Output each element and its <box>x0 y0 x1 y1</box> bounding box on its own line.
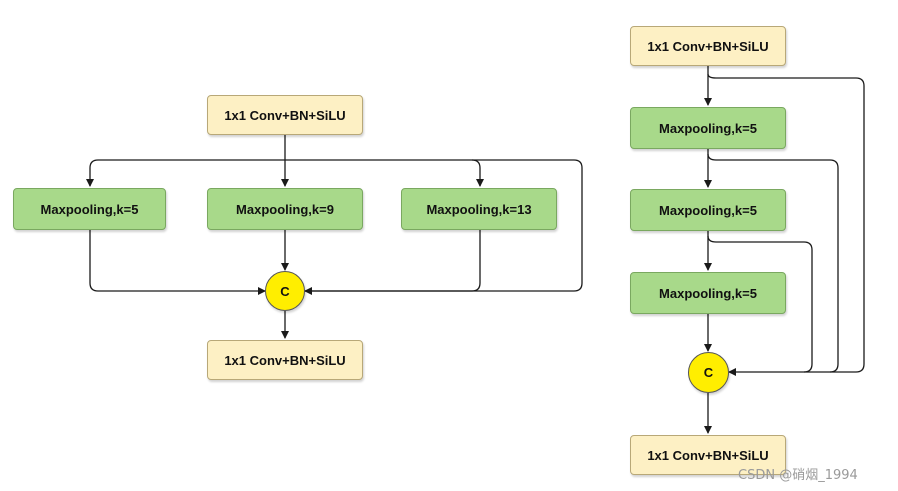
right-concat-node: C <box>688 352 729 393</box>
right-concat-label: C <box>703 365 714 380</box>
left-branch-c <box>285 159 484 187</box>
left-concat-node: C <box>265 271 305 311</box>
left-maxpool-k13-label: Maxpooling,k=13 <box>426 201 532 217</box>
right-maxpool-3-block: Maxpooling,k=5 <box>630 272 786 314</box>
right-bypass-outer <box>707 73 865 376</box>
left-top-conv-block: 1x1 Conv+BN+SiLU <box>207 95 363 135</box>
right-maxpool-2-label: Maxpooling,k=5 <box>659 202 757 218</box>
right-maxpool-2-block: Maxpooling,k=5 <box>630 189 786 231</box>
left-maxpool-k9-block: Maxpooling,k=9 <box>207 188 363 230</box>
left-bottom-conv-block: 1x1 Conv+BN+SiLU <box>207 340 363 380</box>
left-maxpool-k5-label: Maxpooling,k=5 <box>40 201 139 217</box>
left-branch-a <box>86 159 285 187</box>
left-maxpool-k5-block: Maxpooling,k=5 <box>13 188 166 230</box>
right-bypass-inner <box>707 235 813 373</box>
right-top-conv-label: 1x1 Conv+BN+SiLU <box>647 38 769 54</box>
left-bottom-conv-label: 1x1 Conv+BN+SiLU <box>224 352 346 368</box>
left-bypass-line <box>304 159 583 295</box>
right-bottom-conv-block: 1x1 Conv+BN+SiLU <box>630 435 786 475</box>
right-bottom-conv-label: 1x1 Conv+BN+SiLU <box>647 447 769 463</box>
left-top-conv-label: 1x1 Conv+BN+SiLU <box>224 107 346 123</box>
right-top-conv-block: 1x1 Conv+BN+SiLU <box>630 26 786 66</box>
left-maxpool-k13-block: Maxpooling,k=13 <box>401 188 557 230</box>
right-maxpool-3-label: Maxpooling,k=5 <box>659 285 757 301</box>
left-pool-c-to-concat <box>305 230 481 292</box>
right-maxpool-1-block: Maxpooling,k=5 <box>630 107 786 149</box>
left-maxpool-k9-label: Maxpooling,k=9 <box>236 201 334 217</box>
right-bypass-middle <box>707 153 839 373</box>
left-concat-label: C <box>280 283 290 299</box>
right-maxpool-1-label: Maxpooling,k=5 <box>659 120 757 136</box>
watermark-text: CSDN @硝烟_1994 <box>738 468 858 483</box>
left-pool-a-to-concat <box>89 230 266 295</box>
